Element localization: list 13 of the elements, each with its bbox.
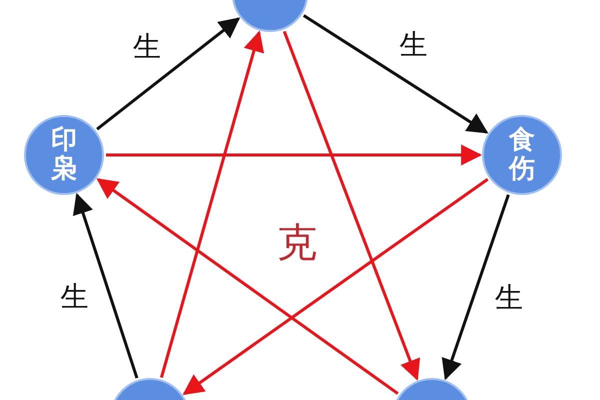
arrow — [442, 194, 510, 380]
edge-label: 生 — [495, 284, 524, 312]
arrow — [106, 144, 482, 166]
center-label: 克 — [277, 223, 317, 263]
arrow — [302, 14, 488, 134]
arrow — [182, 178, 489, 395]
arrow — [96, 178, 399, 395]
arrow — [96, 17, 240, 130]
arrow — [282, 30, 420, 381]
arrow — [160, 30, 264, 378]
node-label: 印枭 — [51, 126, 77, 184]
arrow — [72, 192, 138, 379]
node-label: 食伤 — [509, 126, 535, 184]
